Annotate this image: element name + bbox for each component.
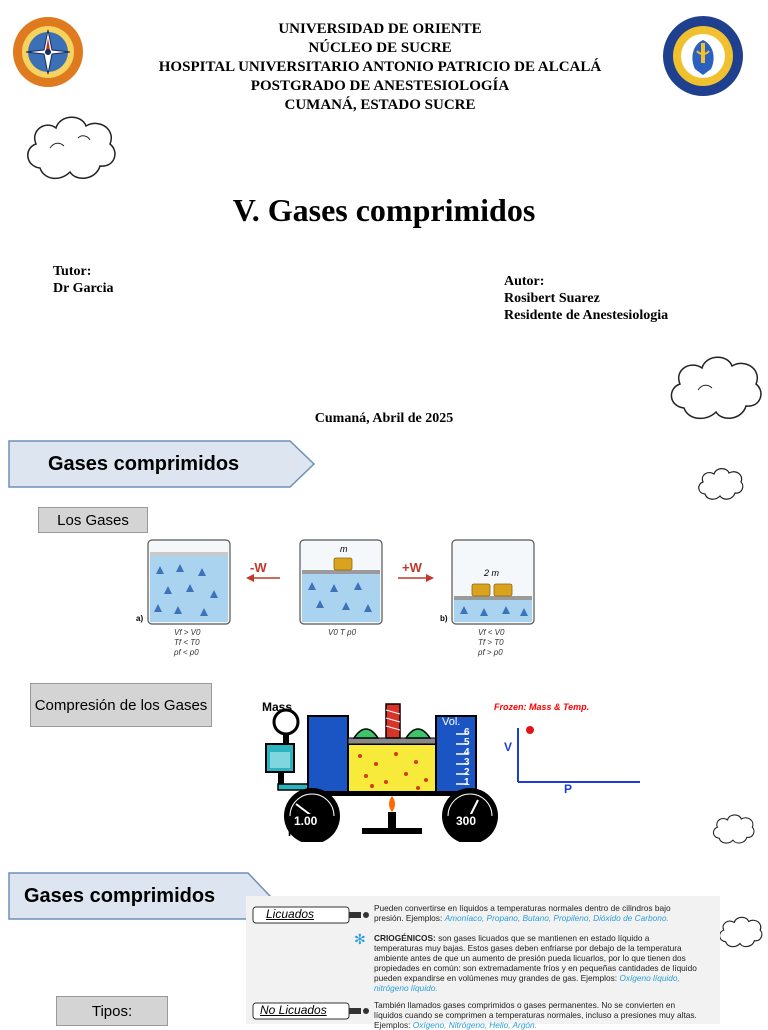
autor-label: Autor: <box>504 274 545 289</box>
tutor-block: Tutor: Dr Garcia <box>53 263 114 297</box>
header-line-1: UNIVERSIDAD DE ORIENTE <box>278 21 482 37</box>
no-licuados-description: También llamados gases comprimidos o gas… <box>374 1000 700 1030</box>
vol-label: Vol. <box>442 716 461 728</box>
licuados-examples: Amoníaco, Propano, Butano, Propileno, Di… <box>444 913 669 923</box>
press-label: Press. <box>288 827 322 839</box>
right-eq-3: pf > p0 <box>478 648 503 657</box>
section-banner-1: Gases comprimidos <box>8 440 316 488</box>
institution-header: UNIVERSIDAD DE ORIENTE NÚCLEO DE SUCRE H… <box>130 20 630 115</box>
snowflake-icon: ✻ <box>354 933 366 948</box>
compresion-box: Compresión de los Gases <box>30 683 212 727</box>
vol-tick-6: 6 <box>464 727 470 738</box>
criogenicos-label: CRIOGÉNICOS: <box>374 933 436 943</box>
section-banner-1-label: Gases comprimidos <box>48 452 240 475</box>
vol-scale: 6 5 4 3 2 1 <box>464 728 470 788</box>
mid-equation: V0 T p0 <box>328 628 357 637</box>
gas-types-panel: Licuados Pueden convertirse en líquidos … <box>246 896 720 1030</box>
licuados-tag: Licuados <box>252 906 369 924</box>
vol-tick-1: 1 <box>464 777 470 788</box>
criogenicos-examples: Oxígeno líquido, nitrógeno líquido. <box>374 973 680 993</box>
frozen-label: Frozen: Mass & Temp. <box>494 702 590 712</box>
page-title: V. Gases comprimidos <box>232 192 536 228</box>
gas-apparatus-diagram: Mass Vol. 6 5 4 3 2 1 1.00 Press. 300 Te… <box>256 700 646 842</box>
axis-p-label: P <box>564 782 573 796</box>
tutor-name: Dr Garcia <box>53 281 114 296</box>
header-line-4: POSTGRADO DE ANESTESIOLOGÍA <box>250 78 510 94</box>
criogenicos-text: son gases licuados que se mantienen en e… <box>374 933 697 983</box>
label-a: a) <box>136 614 144 623</box>
licuados-label: Licuados <box>266 907 315 921</box>
left-eq-2: Tf < T0 <box>174 638 200 647</box>
right-equations: Vf < V0 Tf > T0 pf > p0 <box>478 628 504 658</box>
vol-tick-2: 2 <box>464 767 470 778</box>
mass-label: Mass <box>262 700 293 714</box>
los-gases-box: Los Gases <box>38 507 148 533</box>
header-line-2: NÚCLEO DE SUCRE <box>308 40 452 56</box>
autor-name: Rosibert Suarez <box>504 291 600 306</box>
minus-w-label: -W <box>250 560 267 575</box>
header-line-3: HOSPITAL UNIVERSITARIO ANTONIO PATRICIO … <box>158 59 602 75</box>
cloud-icon <box>719 916 763 948</box>
no-licuados-tag: No Licuados <box>252 1002 372 1020</box>
left-eq-3: pf < p0 <box>174 648 199 657</box>
gas-compression-diagram: -W +W m 2 m a) b) Vf > V0 Tf < T0 pf < p… <box>128 534 552 664</box>
autor-block: Autor: Rosibert Suarez Residente de Anes… <box>504 273 668 324</box>
tipos-box: Tipos: <box>56 996 168 1026</box>
section-banner-2-label: Gases comprimidos <box>24 884 216 907</box>
licuados-description: Pueden convertirse en líquidos a tempera… <box>374 903 700 923</box>
date-line: Cumaná, Abril de 2025 <box>314 411 454 426</box>
university-logo <box>12 16 84 88</box>
autor-role: Residente de Anestesiologia <box>504 308 669 323</box>
no-licuados-examples: Oxígeno, Nitrógeno, Helio, Argón. <box>412 1020 537 1030</box>
label-b: b) <box>440 614 448 623</box>
left-equations: Vf > V0 Tf < T0 pf < p0 <box>174 628 200 658</box>
right-eq-1: Vf < V0 <box>478 628 505 637</box>
cloud-icon <box>670 356 762 420</box>
right-eq-2: Tf > T0 <box>478 638 504 647</box>
tutor-label: Tutor: <box>53 264 92 279</box>
postgraduate-logo <box>662 15 744 97</box>
no-licuados-label: No Licuados <box>260 1003 327 1017</box>
mass-2m-label: 2 m <box>484 568 500 578</box>
header-line-5: CUMANÁ, ESTADO SUCRE <box>284 97 476 113</box>
licuados-text: Pueden convertirse en líquidos a tempera… <box>374 903 671 923</box>
cloud-icon <box>27 116 116 180</box>
plus-w-label: +W <box>402 560 422 575</box>
cloud-icon <box>712 814 755 844</box>
vol-tick-5: 5 <box>464 737 470 748</box>
axis-v-label: V <box>504 740 513 754</box>
temp-value: 300 <box>456 814 477 828</box>
temp-label: Temp. <box>454 827 486 839</box>
section-banner-2: Gases comprimidos <box>8 872 272 920</box>
press-value: 1.00 <box>294 814 318 828</box>
vol-tick-4: 4 <box>464 747 470 758</box>
criogenicos-description: CRIOGÉNICOS: son gases licuados que se m… <box>374 933 700 993</box>
mass-m-label: m <box>340 544 348 554</box>
left-eq-1: Vf > V0 <box>174 628 201 637</box>
cloud-icon <box>698 468 744 500</box>
vol-tick-3: 3 <box>464 757 470 768</box>
